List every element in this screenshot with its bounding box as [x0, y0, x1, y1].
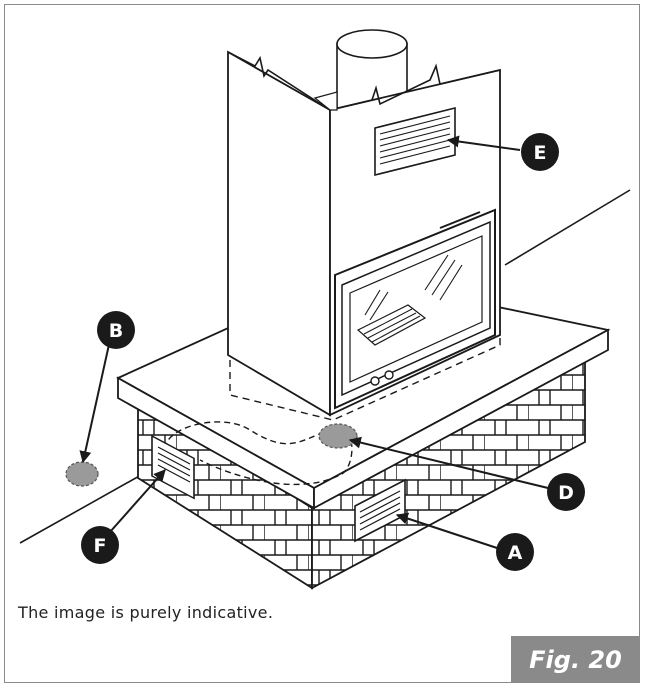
callout-d: D — [547, 473, 585, 511]
air-intake-spot-b — [65, 461, 99, 487]
floor-line-right — [504, 189, 631, 266]
leader-b — [79, 339, 111, 464]
leader-f — [109, 469, 166, 533]
leader-a — [395, 512, 498, 549]
callout-e: E — [521, 133, 559, 171]
callout-f: F — [81, 526, 119, 564]
callout-b: B — [97, 311, 135, 349]
leader-e — [446, 135, 521, 151]
hidden-outline — [229, 330, 501, 421]
slab-right-edge — [313, 328, 609, 510]
callout-a: A — [496, 533, 534, 571]
vent-grille-f — [151, 434, 195, 500]
figure-label: Fig. 20 — [511, 636, 640, 683]
svg-text:E: E — [534, 142, 547, 164]
hood-left-panel — [227, 50, 331, 417]
disclaimer-caption: The image is purely indicative. — [18, 603, 274, 622]
svg-text:B: B — [109, 320, 123, 342]
firebox-insert — [334, 208, 496, 410]
floor-line-left — [19, 469, 151, 544]
break-mark-left — [227, 51, 331, 111]
svg-text:D: D — [558, 482, 574, 504]
hood-vent-grille-e — [374, 106, 456, 177]
leader-d — [348, 436, 549, 489]
break-mark-right — [329, 63, 501, 111]
svg-text:F: F — [94, 535, 107, 557]
svg-text:A: A — [508, 542, 523, 564]
air-intake-spot-d — [318, 423, 358, 449]
